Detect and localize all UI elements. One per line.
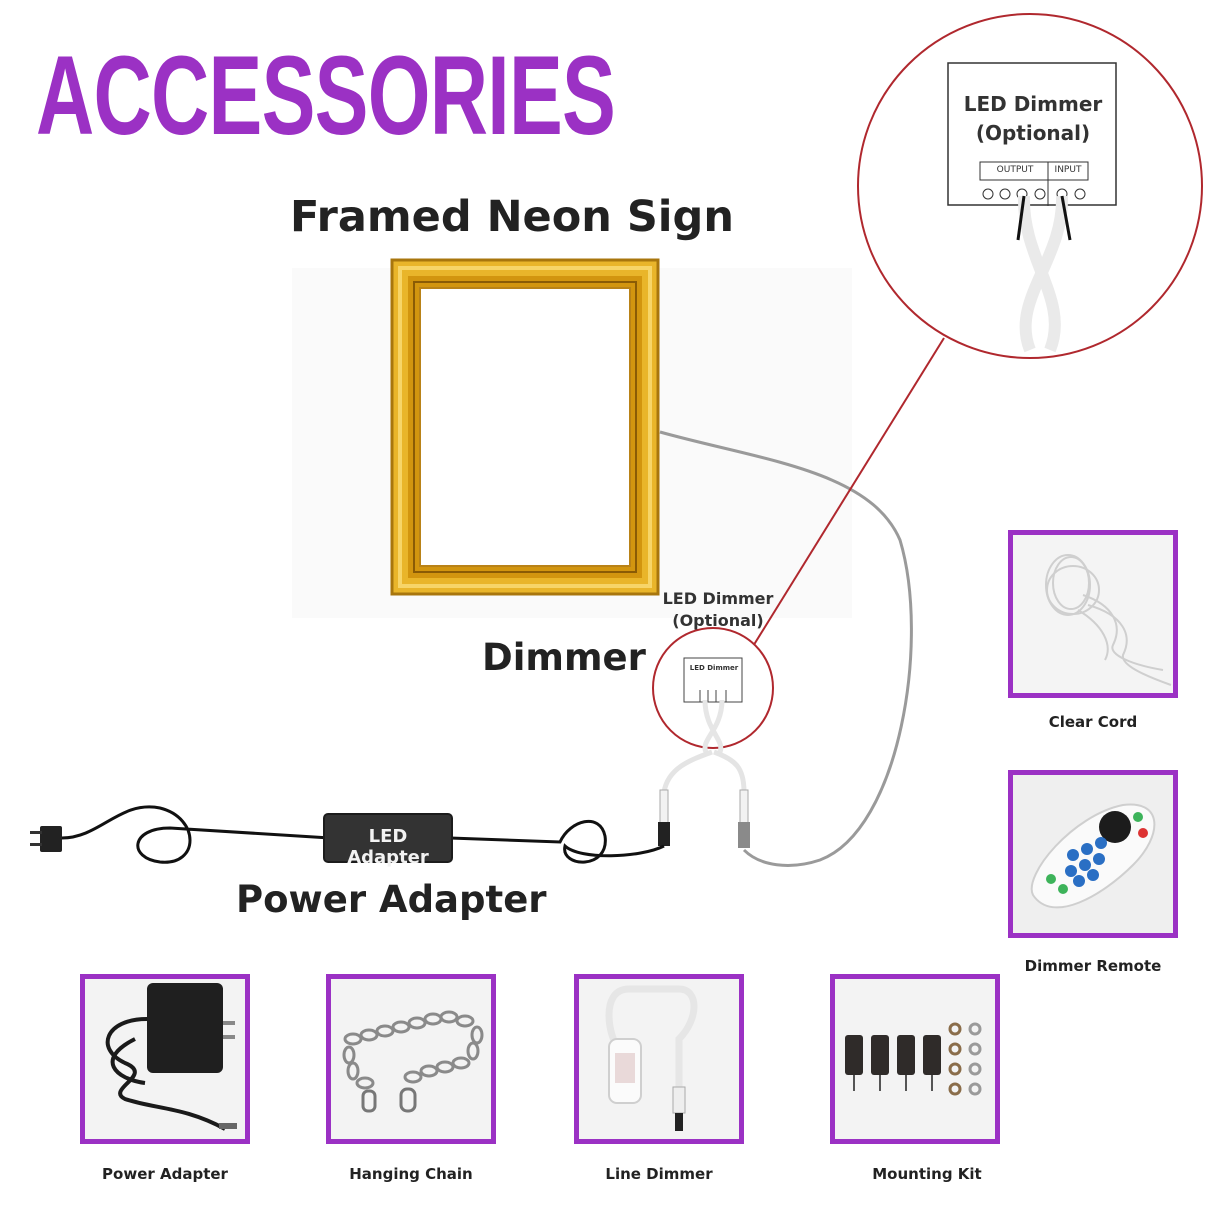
input-label: INPUT <box>1054 165 1082 175</box>
led-adapter-label: LED Adapter <box>347 826 429 868</box>
small-dimmer-line1: LED Dimmer <box>662 589 774 608</box>
dimmer-remote-caption: Dimmer Remote <box>1024 957 1162 975</box>
dimmer-label: Dimmer <box>482 636 646 679</box>
page-title: ACCESSORIES <box>36 33 616 158</box>
plug-icon <box>30 826 62 852</box>
output-label: OUTPUT <box>996 165 1034 175</box>
zoom-leader-line <box>741 337 945 665</box>
power-adapter-thumb <box>80 974 250 1144</box>
gray-cord <box>659 430 913 867</box>
power-adapter-label: Power Adapter <box>236 878 547 921</box>
standoff-screws-icon <box>835 979 995 1139</box>
zoom-line1: LED Dimmer <box>963 92 1103 116</box>
line-dimmer-thumb <box>574 974 744 1144</box>
hanging-chain-caption: Hanging Chain <box>349 1165 473 1183</box>
remote-control-icon <box>1013 775 1173 933</box>
power-cord <box>61 805 331 864</box>
hanging-chain-thumb <box>326 974 496 1144</box>
y-splitter-cable <box>661 749 713 793</box>
led-adapter-box <box>323 813 453 863</box>
clear-cord-coil-icon <box>1013 535 1173 693</box>
inline-dimmer-icon <box>579 979 739 1139</box>
zoom-dimmer-title: LED Dimmer (Optional) <box>950 90 1116 148</box>
mounting-kit-caption: Mounting Kit <box>872 1165 982 1183</box>
mounting-kit-thumb <box>830 974 1000 1144</box>
small-dimmer-callout: LED Dimmer (Optional) <box>660 588 776 632</box>
framed-sign-frame <box>390 258 660 596</box>
clear-cord-caption: Clear Cord <box>1048 713 1138 731</box>
zoom-line2: (Optional) <box>975 121 1091 145</box>
power-brick-icon <box>85 979 245 1139</box>
zoom-dimmer-box <box>947 62 1117 206</box>
small-box-label: LED Dimmer <box>689 664 739 672</box>
small-dimmer-line2: (Optional) <box>672 611 764 630</box>
framed-sign-label: Framed Neon Sign <box>290 192 734 242</box>
chain-icon <box>331 979 491 1139</box>
line-dimmer-caption: Line Dimmer <box>605 1165 713 1183</box>
dimmer-remote-thumb <box>1008 770 1178 938</box>
clear-cord-thumb <box>1008 530 1178 698</box>
power-adapter-caption: Power Adapter <box>102 1165 228 1183</box>
